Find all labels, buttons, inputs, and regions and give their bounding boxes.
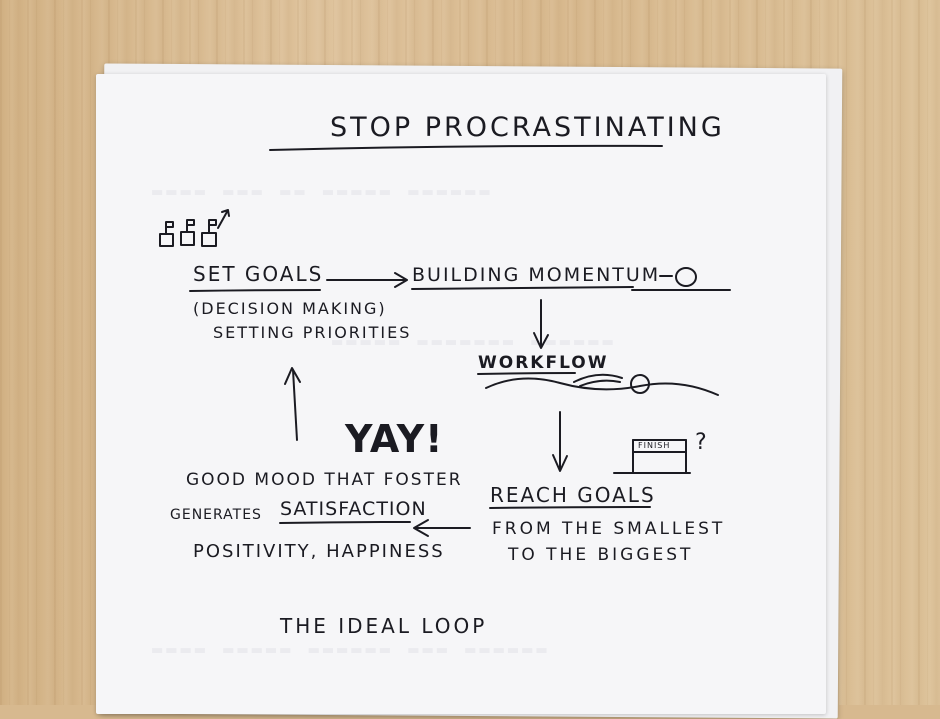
set-goals-underline (189, 289, 321, 292)
goals-boxes-icon (159, 209, 230, 247)
building-momentum-label: BUILDING MOMENTUM (412, 264, 661, 286)
bleed-through-text: ▬▬▬▬ ▬▬▬ ▬▬ ▬▬▬▬▬ ▬▬▬▬▬▬ (152, 182, 494, 202)
reach-goals-label: REACH GOALS (490, 483, 656, 507)
ideal-loop-caption: THE IDEAL LOOP (280, 614, 488, 638)
arrow-down-to-workflow (533, 299, 549, 349)
question-mark: ? (695, 430, 709, 455)
set-goals-label: SET GOALS (193, 262, 324, 286)
momentum-ball-icon (631, 267, 731, 291)
decision-making-label: (DECISION MAKING) (193, 299, 387, 318)
wave-flow-icon (485, 373, 719, 396)
from-smallest-label: FROM THE SMALLEST (492, 519, 726, 539)
good-mood-label: GOOD MOOD THAT FOSTER (186, 470, 463, 490)
satisfaction-underline (279, 521, 411, 524)
finish-flag-icon (613, 439, 691, 474)
positivity-happiness-label: POSITIVITY, HAPPINESS (193, 541, 445, 562)
title-underline (269, 144, 663, 151)
generates-label: GENERATES (170, 507, 262, 523)
finish-flag-label: FINISH (638, 441, 671, 450)
arrow-down-to-reach (552, 411, 568, 472)
satisfaction-label: SATISFACTION (280, 498, 427, 520)
paper-sheet (96, 74, 826, 714)
setting-priorities-label: SETTING PRIORITIES (213, 323, 412, 342)
workflow-underline (477, 372, 576, 375)
arrow-right-to-momentum (326, 272, 408, 288)
page-title: STOP PROCRASTINATING (330, 112, 725, 143)
arrow-left-to-satisfaction (413, 519, 471, 537)
momentum-underline (411, 286, 634, 290)
to-biggest-label: TO THE BIGGEST (508, 545, 694, 565)
yay-exclamation: YAY! (345, 417, 444, 461)
reach-goals-underline (489, 506, 651, 509)
arrow-up-to-goals (284, 367, 301, 441)
workflow-label: WORKFLOW (478, 353, 609, 373)
bleed-through-text: ▬▬▬▬ ▬▬▬▬▬ ▬▬▬▬▬▬ ▬▬▬ ▬▬▬▬▬▬ (152, 640, 551, 660)
